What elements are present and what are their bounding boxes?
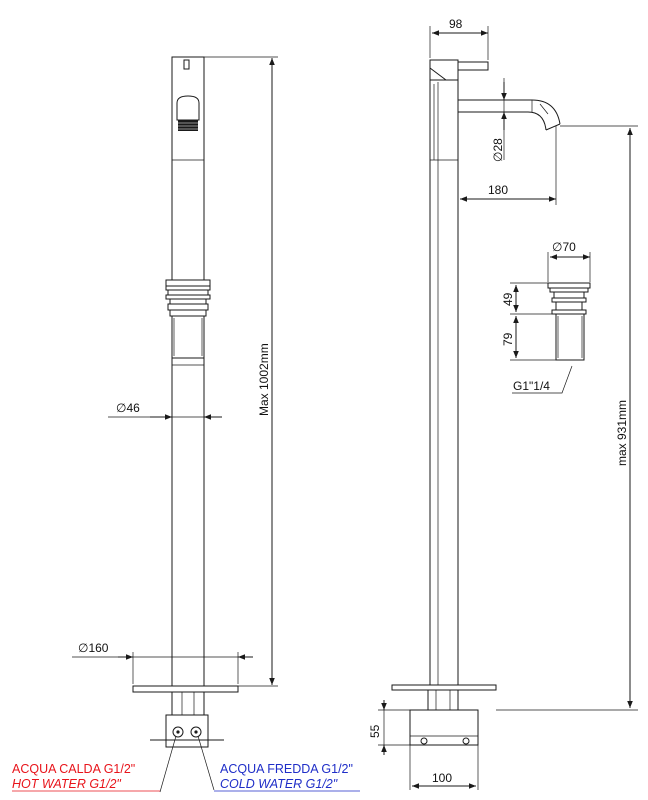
hot-water-label-it: ACQUA CALDA G1/2" — [12, 762, 135, 776]
waste-detail — [510, 252, 590, 393]
cold-water-label-it: ACQUA FREDDA G1/2" — [220, 762, 353, 776]
front-connection-box — [166, 715, 208, 747]
side-connection-box — [410, 710, 478, 745]
dim-waste-height-top: 49 — [501, 292, 515, 306]
side-column — [430, 80, 458, 688]
lever-icon — [430, 60, 488, 80]
dim-waste-height-bottom: 79 — [501, 332, 515, 346]
dim-waste-diameter: ∅70 — [552, 240, 576, 254]
dim-spout-diameter: ∅28 — [491, 138, 505, 162]
side-view — [378, 26, 638, 790]
dim-top-width: 98 — [449, 17, 463, 31]
front-column — [172, 57, 204, 690]
lever-slot — [184, 60, 189, 69]
dim-max-height-spout: max 931mm — [615, 400, 629, 466]
front-waste-icon — [166, 280, 210, 358]
dim-waste-thread: G1"1/4 — [513, 379, 550, 393]
dim-column-diameter: ∅46 — [116, 401, 140, 415]
front-base-disc — [133, 686, 238, 692]
dim-base-diameter: ∅160 — [78, 641, 109, 655]
dim-box-width: 100 — [432, 771, 452, 785]
aerator-icon — [177, 96, 199, 131]
dim-spout-reach: 180 — [488, 183, 508, 197]
hot-water-label-en: HOT WATER G1/2" — [12, 777, 121, 791]
front-view — [72, 57, 278, 792]
cold-water-label-en: COLD WATER G1/2" — [220, 777, 338, 791]
spout-icon — [458, 100, 560, 130]
dim-box-height: 55 — [368, 724, 382, 738]
dim-max-height-total: Max 1002mm — [257, 343, 271, 416]
side-base-disc — [392, 685, 496, 690]
